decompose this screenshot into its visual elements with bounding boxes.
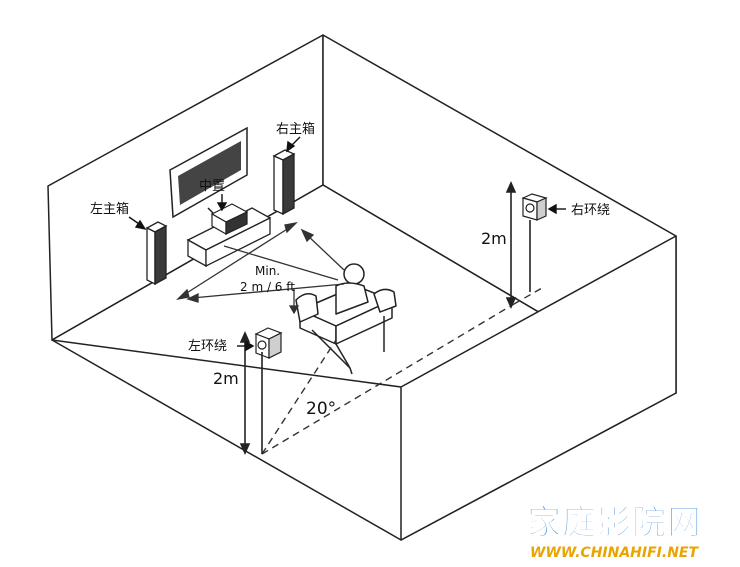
right-main-speaker bbox=[272, 149, 296, 216]
distance-arrows bbox=[176, 221, 345, 315]
min-distance-label-line1: Min. bbox=[255, 264, 280, 278]
angle-label: 20° bbox=[306, 399, 336, 419]
listener-sofa bbox=[295, 263, 397, 375]
left-surround-speaker bbox=[254, 327, 283, 359]
callout-arrows bbox=[128, 136, 566, 352]
floor-guide-lines bbox=[261, 287, 543, 455]
right-main-speaker-label: 右主箱 bbox=[276, 121, 315, 137]
tv bbox=[169, 126, 248, 219]
min-distance-label-line2: 2 m / 6 ft bbox=[240, 280, 295, 294]
site-watermark: 家庭影院网 WWW.CHINAHIFI.NET bbox=[527, 503, 702, 562]
front-left-wall-edge bbox=[51, 339, 402, 388]
left-height-label: 2m bbox=[213, 369, 239, 388]
listener-head bbox=[343, 263, 365, 285]
watermark-url: WWW.CHINAHIFI.NET bbox=[530, 545, 699, 561]
tv-screen bbox=[178, 141, 241, 205]
center-speaker-label: 中置 bbox=[199, 179, 225, 194]
watermark-title: 家庭影院网 bbox=[527, 503, 702, 543]
height-arrows bbox=[239, 181, 531, 455]
front-right-wall bbox=[400, 235, 677, 541]
center-speaker bbox=[210, 203, 249, 236]
left-surround-label: 左环绕 bbox=[188, 339, 227, 354]
left-main-speaker-label: 左主箱 bbox=[90, 201, 129, 217]
right-surround-label: 右环绕 bbox=[571, 203, 610, 218]
right-surround-speaker bbox=[521, 193, 548, 221]
right-height-label: 2m bbox=[481, 229, 507, 248]
left-main-speaker bbox=[145, 221, 168, 286]
